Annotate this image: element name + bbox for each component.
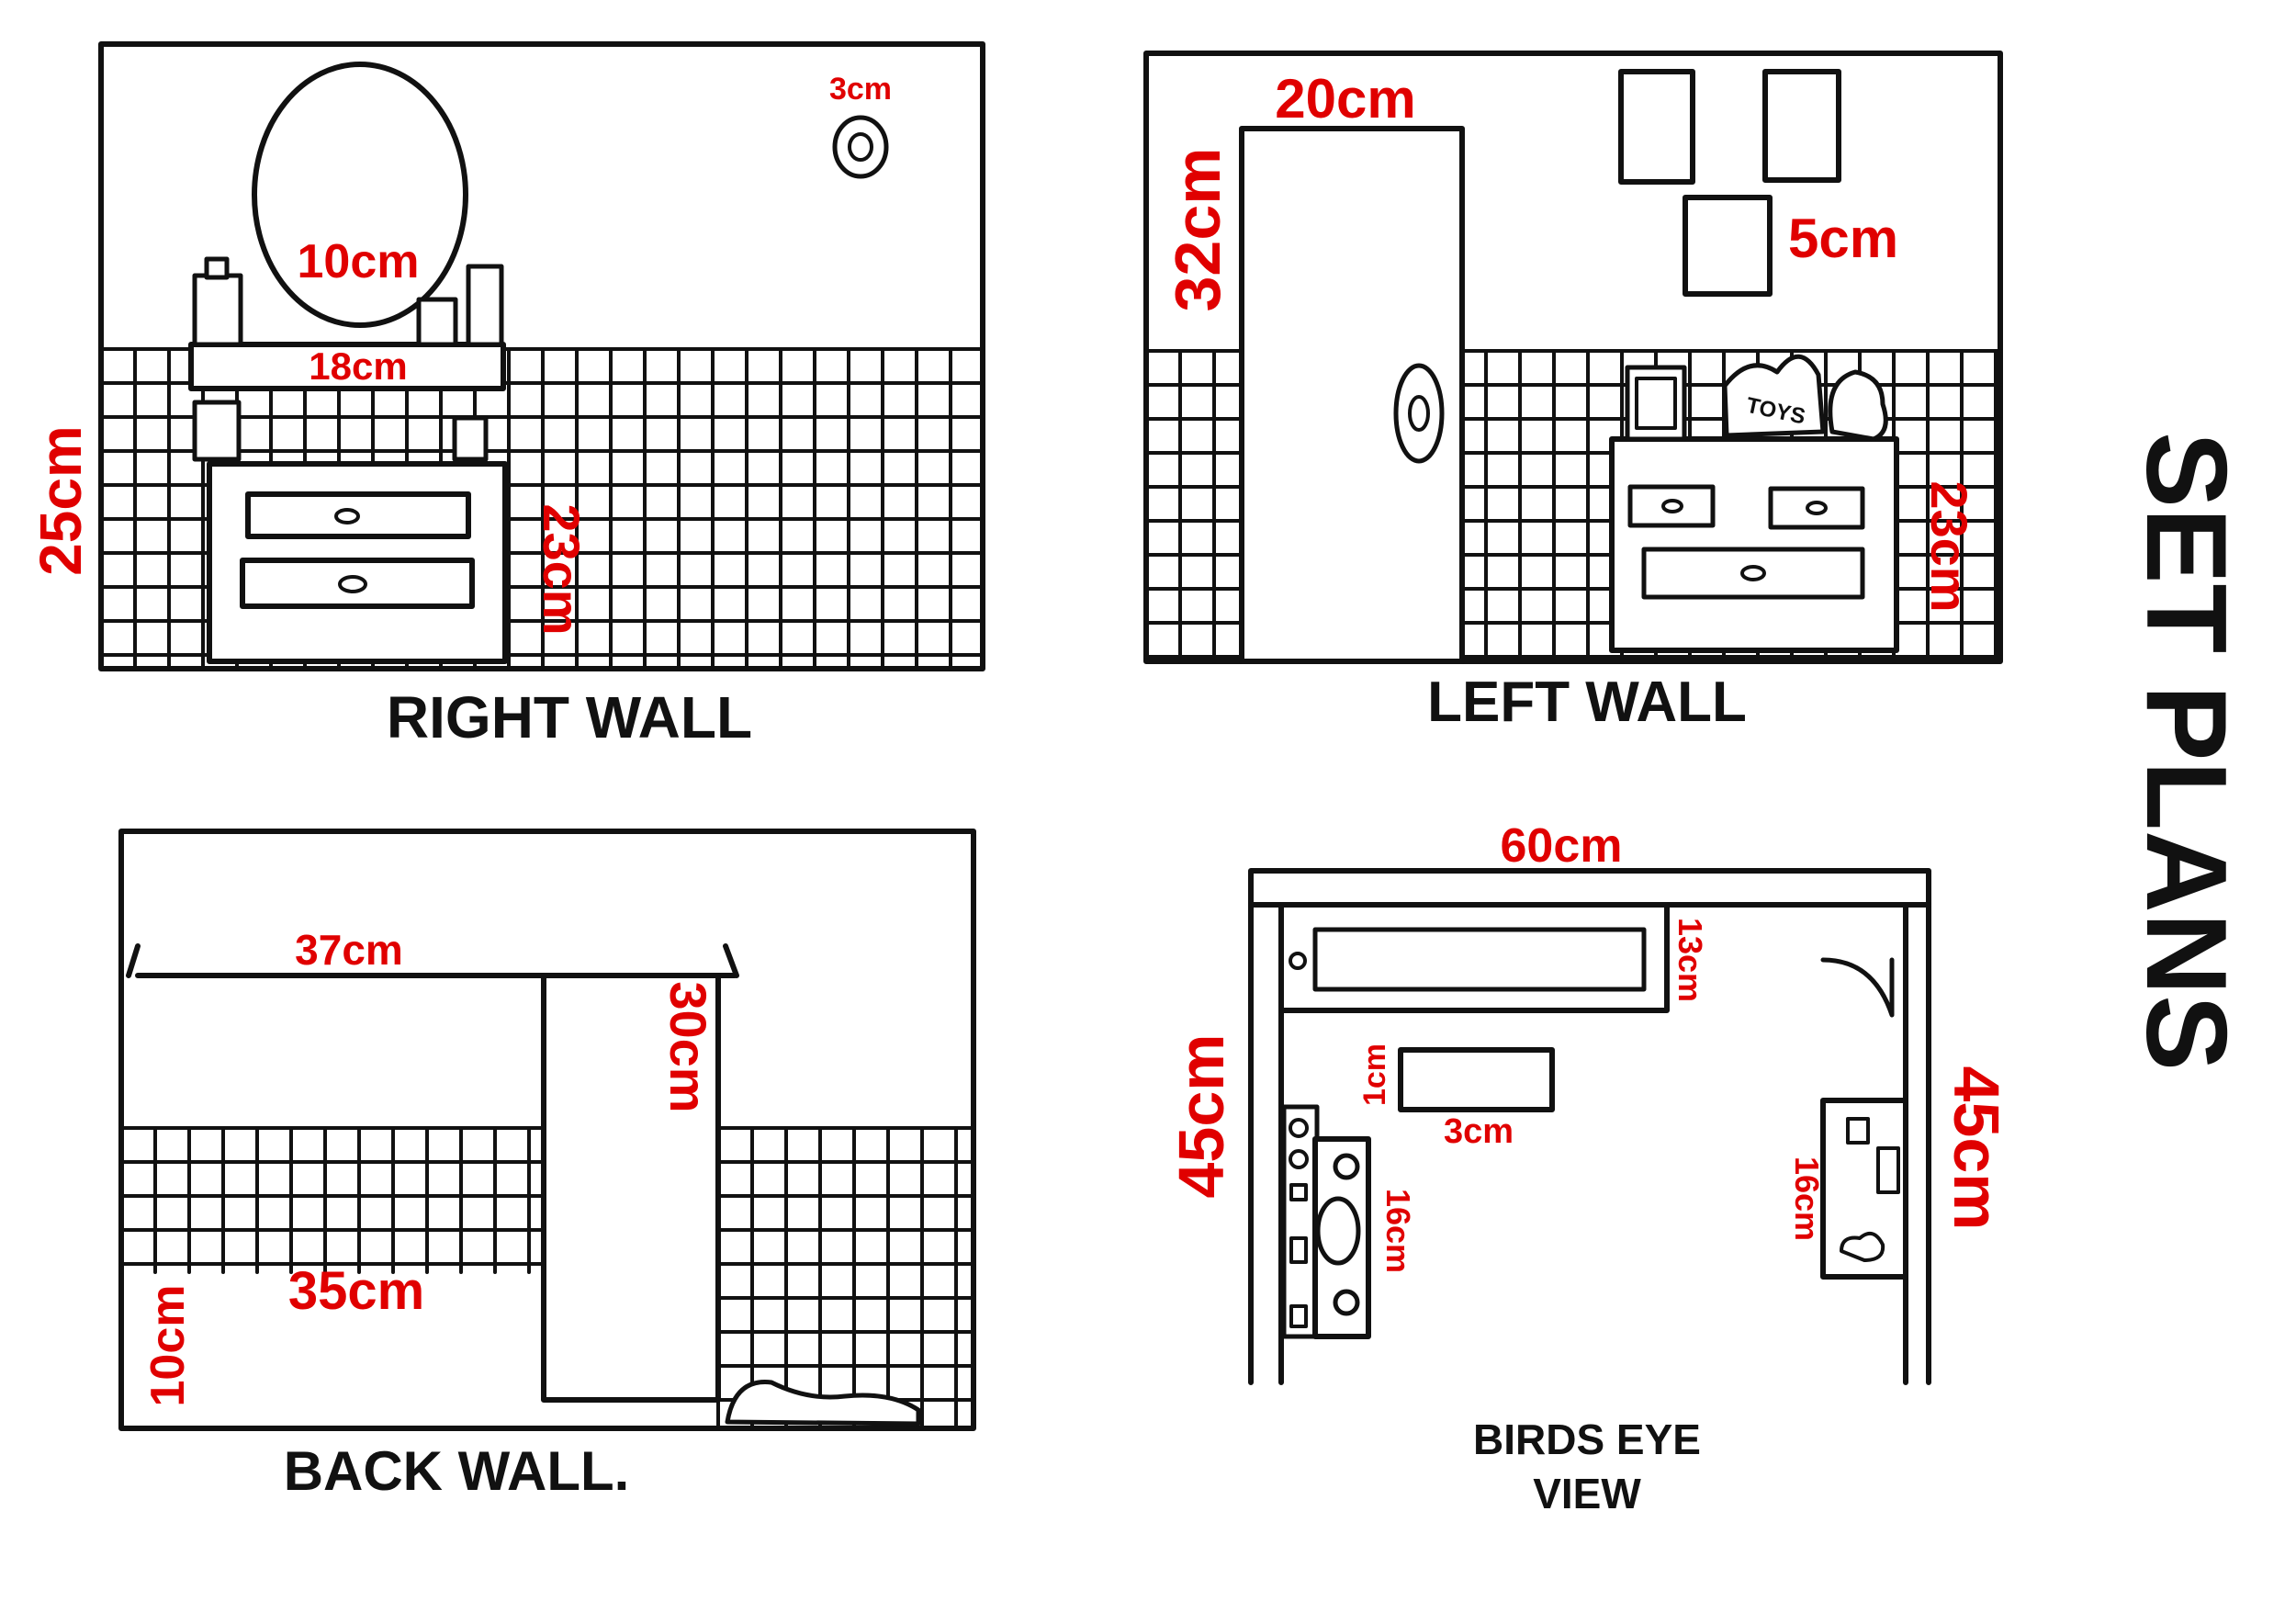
mirror-dimension: 10cm [298, 235, 420, 288]
shelf-dimension: 18cm [309, 344, 407, 388]
floor-mat-icon [725, 1380, 921, 1427]
drawer-handle-icon [1806, 501, 1828, 515]
left-dimension: 45cm [1165, 1033, 1237, 1198]
right-counter-dimension: 16cm [1788, 1156, 1826, 1241]
birds-eye-caption-line2: VIEW [1533, 1470, 1641, 1517]
wall-frame [1762, 69, 1841, 183]
doorway-dimension: 30cm [659, 981, 717, 1112]
cabinet-drawer-bottom [240, 558, 475, 609]
left-wall-caption: LEFT WALL [1427, 671, 1747, 734]
toy-box-icon [1722, 354, 1826, 438]
curtain-rail [126, 943, 739, 978]
back-wall-caption: BACK WALL. [284, 1440, 630, 1502]
right-wall-elevation: 10cm 3cm 18cm 25cm 23cm RIGHT WALL [28, 41, 985, 750]
drawer-handle-icon [338, 575, 367, 593]
drawer-handle-icon [334, 508, 360, 524]
side-cabinet [1609, 436, 1899, 653]
tile-width-dimension: 35cm [288, 1261, 424, 1321]
door-knob-icon [1393, 363, 1445, 464]
back-wall-elevation: 37cm 30cm 35cm 10cm BACK WALL. [118, 829, 976, 1502]
toy-figure-icon [1828, 369, 1888, 442]
door [1239, 126, 1465, 664]
wall-frame [1618, 69, 1695, 185]
wall-frame [1683, 195, 1773, 297]
right-counter [1820, 1098, 1908, 1280]
door-width-dimension: 20cm [1275, 68, 1415, 130]
cabinet-drawer [1768, 486, 1865, 530]
left-counter [1312, 1136, 1371, 1339]
toothbrush-cup-icon [192, 400, 242, 462]
mat-width-dimension: 3cm [1444, 1112, 1514, 1151]
door-height-dimension: 32cm [1162, 147, 1233, 311]
drain-icon [1289, 952, 1307, 970]
left-counter-dimension: 16cm [1379, 1189, 1417, 1273]
shelf-items [192, 256, 504, 462]
bath-dimension: 13cm [1671, 918, 1709, 1002]
frames-dimension: 5cm [1788, 208, 1898, 269]
drawer-handle-icon [1740, 565, 1766, 581]
left-cabinet-dimension: 23cm [1920, 480, 1978, 612]
fixture-dimension: 3cm [829, 72, 892, 107]
mat-depth-dimension: 1cm [1357, 1043, 1392, 1106]
tile-height-dimension: 25cm [28, 425, 94, 576]
bath-mat [1398, 1047, 1555, 1112]
left-counter-items [1281, 1104, 1320, 1339]
sheet-title: SET PLANS [2122, 432, 2249, 1071]
wall-fixture-icon [832, 115, 889, 179]
bathtub [1278, 902, 1670, 1013]
cabinet-dimension: 23cm [533, 503, 591, 635]
oval-mirror [252, 62, 468, 328]
drawer-handle-icon [1661, 499, 1683, 513]
door-swing [1820, 957, 1895, 1018]
vanity-shelf [188, 342, 506, 391]
room-outline [1248, 868, 1931, 1385]
tile-height-dimension: 10cm [141, 1285, 195, 1407]
birds-eye-caption-line1: BIRDS EYE [1473, 1415, 1701, 1463]
rail-dimension: 37cm [295, 926, 403, 974]
toilet-icon [1840, 1231, 1885, 1262]
top-dimension: 60cm [1501, 819, 1623, 873]
birds-eye-plan: 60cm 45cm 45cm 13cm 1cm 3cm 16cm 16cm BI… [1165, 819, 2012, 1517]
cabinet-drawer [1627, 484, 1716, 528]
back-wall-tile-grid [119, 1126, 975, 1430]
cabinet-drawer [1641, 547, 1865, 600]
soap-dispenser-icon [452, 415, 489, 462]
right-wall-caption: RIGHT WALL [387, 684, 752, 750]
doorway [541, 973, 721, 1403]
left-wall-elevation: TOYS 20cm 32cm 5cm 23cm LEFT WALL [1143, 51, 2003, 734]
sink-icon [1315, 1196, 1361, 1266]
right-dimension: 45cm [1941, 1066, 2012, 1230]
